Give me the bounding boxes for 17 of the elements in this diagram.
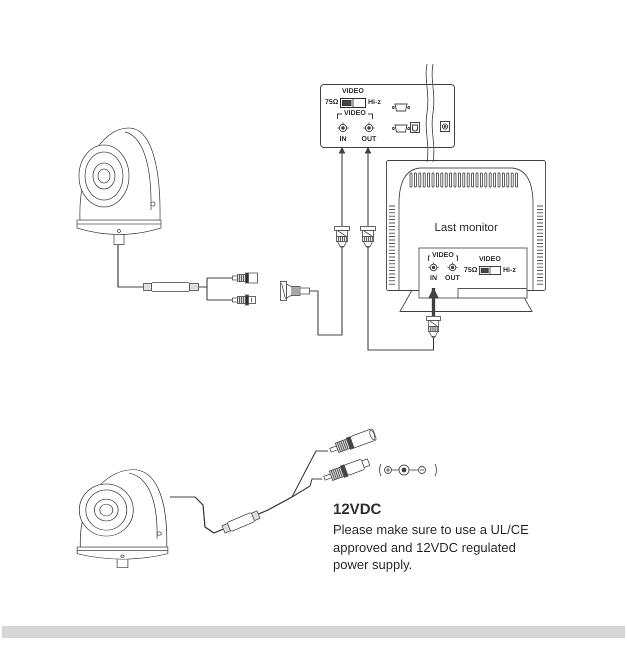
voltage-heading: 12VDC — [333, 502, 382, 518]
cable-line — [367, 248, 434, 351]
video-connector-drawing — [328, 428, 378, 456]
power-supply-note: Please make sure to use a UL/CE approved and 12VDC regulated power supply. — [333, 521, 530, 574]
bnc-adapter-drawing — [280, 281, 310, 301]
monitor-caption: Last monitor — [434, 222, 498, 235]
rear-panel — [320, 84, 455, 148]
cable-line — [310, 248, 343, 336]
bnc-plug-drawing — [360, 226, 376, 248]
power-connector-drawing — [232, 294, 256, 306]
arrow — [338, 146, 346, 226]
video-connector-drawing — [232, 272, 258, 284]
bnc-plug-drawing — [334, 226, 350, 248]
arrow — [428, 288, 439, 316]
power-connector-drawing — [322, 456, 372, 484]
arrow — [364, 146, 372, 226]
bnc-plug-drawing — [426, 316, 441, 338]
